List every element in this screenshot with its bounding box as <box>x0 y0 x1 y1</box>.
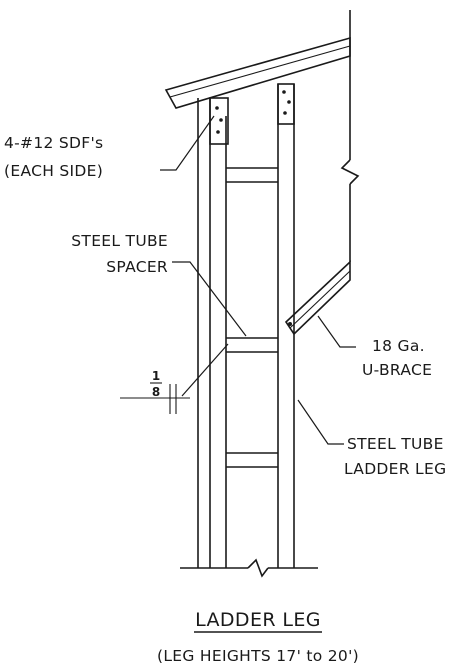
spacer-label-line2: SPACER <box>106 258 168 276</box>
thickness-dimension <box>120 382 190 414</box>
spacer-middle <box>226 337 278 353</box>
left-ladder-leg <box>197 98 227 568</box>
wall-edge-line <box>340 10 360 262</box>
sdf-label-line1: 4-#12 SDF's <box>4 134 103 152</box>
right-ladder-leg <box>277 84 295 568</box>
thickness-denominator: 8 <box>152 385 160 399</box>
spacer-bottom <box>226 452 278 468</box>
sdf-clip-left <box>209 97 229 145</box>
bottom-break-line <box>180 558 318 578</box>
ubrace-label-line1: 18 Ga. <box>372 337 425 355</box>
leg-label-line2: LADDER LEG <box>344 460 446 478</box>
ubrace-label-line2: U-BRACE <box>362 361 432 379</box>
leg-label-line1: STEEL TUBE <box>347 435 444 453</box>
ubrace-leader <box>317 315 356 348</box>
spacer-top <box>226 167 278 183</box>
thickness-leader <box>181 343 229 397</box>
thickness-numerator: 1 <box>152 369 160 383</box>
u-brace <box>284 260 351 336</box>
roof-beam <box>164 36 351 109</box>
sdf-leader <box>160 115 215 171</box>
sdf-clip-right <box>277 83 295 125</box>
sdf-label-line2: (EACH SIDE) <box>4 162 103 180</box>
leg-leader <box>297 399 344 445</box>
drawing-subtitle: (LEG HEIGHTS 17' to 20') <box>157 647 359 665</box>
spacer-label-line1: STEEL TUBE <box>71 232 168 250</box>
spacer-leader <box>172 261 247 337</box>
drawing-title: LADDER LEG <box>195 609 321 631</box>
